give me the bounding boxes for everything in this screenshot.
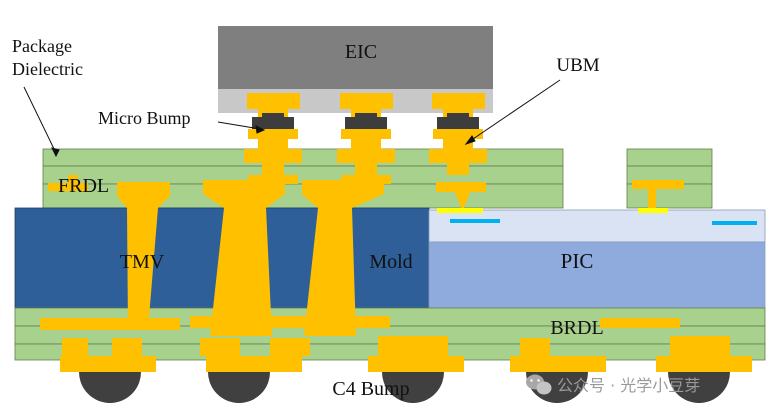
pic-substrate [428,241,766,309]
pic-waveguide-1 [450,219,500,223]
package-dielectric-label-line1: Package [12,36,72,56]
eic-label: EIC [345,41,377,63]
eic-die [218,26,493,89]
callout-arrows [23,79,561,158]
c4-bump-label: C4 Bump [332,378,409,400]
watermark: 公众号 · 光学小豆芽 [526,374,700,395]
pic-pad-2 [638,208,668,213]
micro-bump-stack-3 [429,93,487,175]
pic-top-oxide [428,209,766,243]
c4-bump-1 [79,372,141,403]
package-dielectric-label-line2: Dielectric [12,59,83,79]
tmv-2 [203,180,285,336]
through-mold-vias [117,180,384,336]
c4-bump-2 [208,372,270,404]
micro-bump-label: Micro Bump [98,108,191,128]
pic-waveguide-2 [712,221,757,225]
c4-bump-5 [668,372,730,403]
pic-pad-1 [437,208,483,213]
tmv-label: TMV [120,251,165,273]
pic-label: PIC [561,249,594,273]
frdl-copper-traces [48,175,684,208]
brdl-copper-traces [40,316,752,372]
ubm-label: UBM [556,55,599,76]
micro-bump-stack-2 [337,93,395,184]
c4-bump-3 [382,372,444,403]
wechat-icon [526,374,552,395]
tmv-3 [302,180,384,336]
tmv-1 [117,182,170,330]
watermark-text: 公众号 · 光学小豆芽 [557,376,700,395]
mold-label: Mold [369,251,412,273]
micro-bump-stack-1 [244,93,302,184]
frdl-label: FRDL [58,175,109,197]
brdl-label: BRDL [550,317,603,339]
